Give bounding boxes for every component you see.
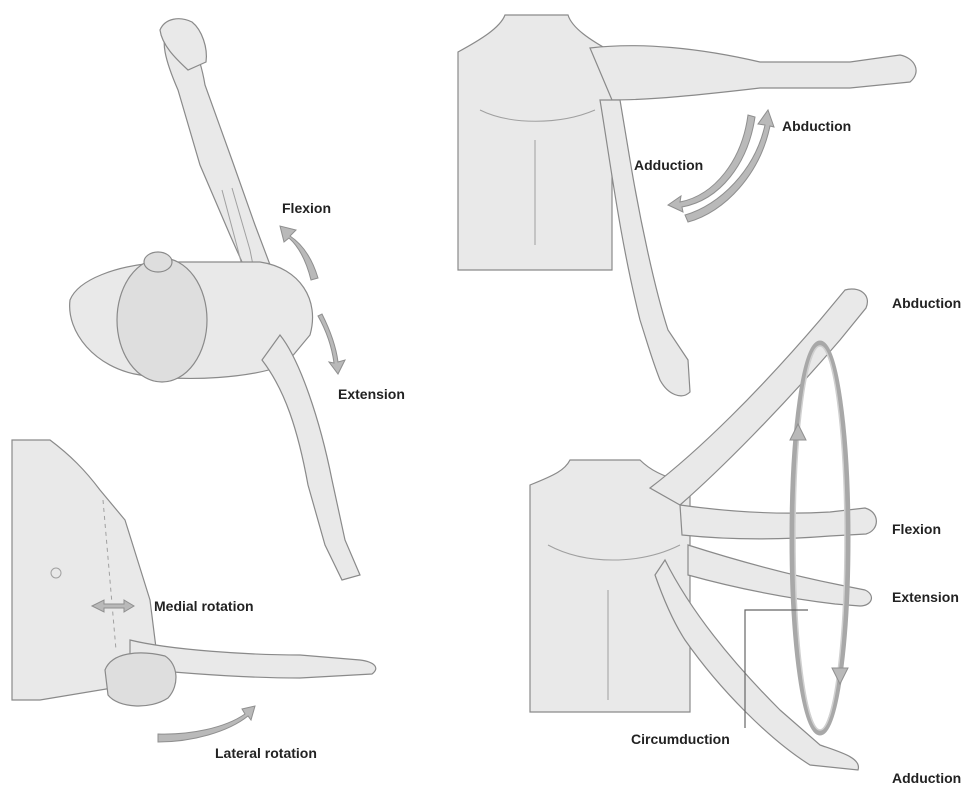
abduction-adduction-figure (458, 15, 916, 396)
label-circumduction: Circumduction (631, 731, 730, 747)
abducted-arm (590, 46, 916, 100)
lateral-rotation-arrow (158, 706, 255, 742)
raised-hand (160, 19, 206, 70)
label-circ-adduction: Adduction (892, 770, 961, 786)
adducted-arm (600, 100, 690, 396)
label-lateral-rotation: Lateral rotation (215, 745, 317, 761)
extension-arrow (318, 314, 345, 374)
label-flexion-overhead: Flexion (282, 200, 331, 216)
circumduction-figure (530, 289, 876, 770)
label-circ-abduction: Abduction (892, 295, 961, 311)
hair-tuft (144, 252, 172, 272)
loop-arrow-down (832, 668, 848, 684)
label-abduction-top: Abduction (782, 118, 851, 134)
lowered-arm (262, 335, 360, 580)
head-top-view (117, 258, 207, 382)
arm-abduction (650, 289, 867, 505)
label-circ-flexion: Flexion (892, 521, 941, 537)
flexion-extension-figure (70, 19, 360, 580)
label-adduction-top: Adduction (634, 157, 703, 173)
label-circ-extension: Extension (892, 589, 959, 605)
fist (105, 653, 176, 706)
label-extension-overhead: Extension (338, 386, 405, 402)
raised-arm (164, 28, 272, 280)
loop-arrow-up (790, 424, 806, 440)
label-medial-rotation: Medial rotation (154, 598, 254, 614)
